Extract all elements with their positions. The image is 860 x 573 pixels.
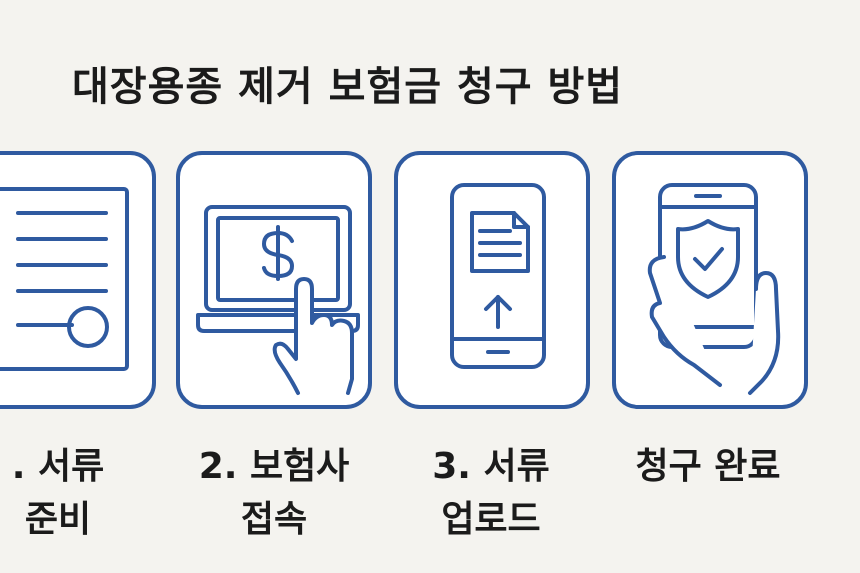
step-1-label: . 서류 준비	[0, 440, 168, 546]
step-1-card	[0, 151, 156, 409]
document-icon	[0, 187, 129, 371]
step-1-label-line2: 준비	[24, 499, 92, 540]
step-2-card	[176, 151, 372, 409]
phone-upload-icon	[450, 183, 546, 369]
step-4-card	[612, 151, 808, 409]
step-1-label-line1: . 서류	[11, 446, 105, 487]
step-2-label-line1: 2. 보험사	[198, 446, 350, 487]
step-3-card	[394, 151, 590, 409]
step-3-label-line2: 업로드	[441, 499, 541, 540]
step-3-label-line1: 3. 서류	[432, 446, 550, 487]
step-4-label-line1: 청구 완료	[635, 446, 781, 487]
step-3-label: 3. 서류 업로드	[381, 440, 601, 546]
step-4-label: 청구 완료	[598, 440, 818, 493]
phone-shield-check-icon	[647, 183, 781, 395]
laptop-payment-icon	[196, 205, 360, 395]
step-2-label: 2. 보험사 접속	[164, 440, 384, 546]
page-title: 대장용종 제거 보험금 청구 방법	[72, 64, 624, 110]
step-2-label-line2: 접속	[240, 499, 308, 540]
